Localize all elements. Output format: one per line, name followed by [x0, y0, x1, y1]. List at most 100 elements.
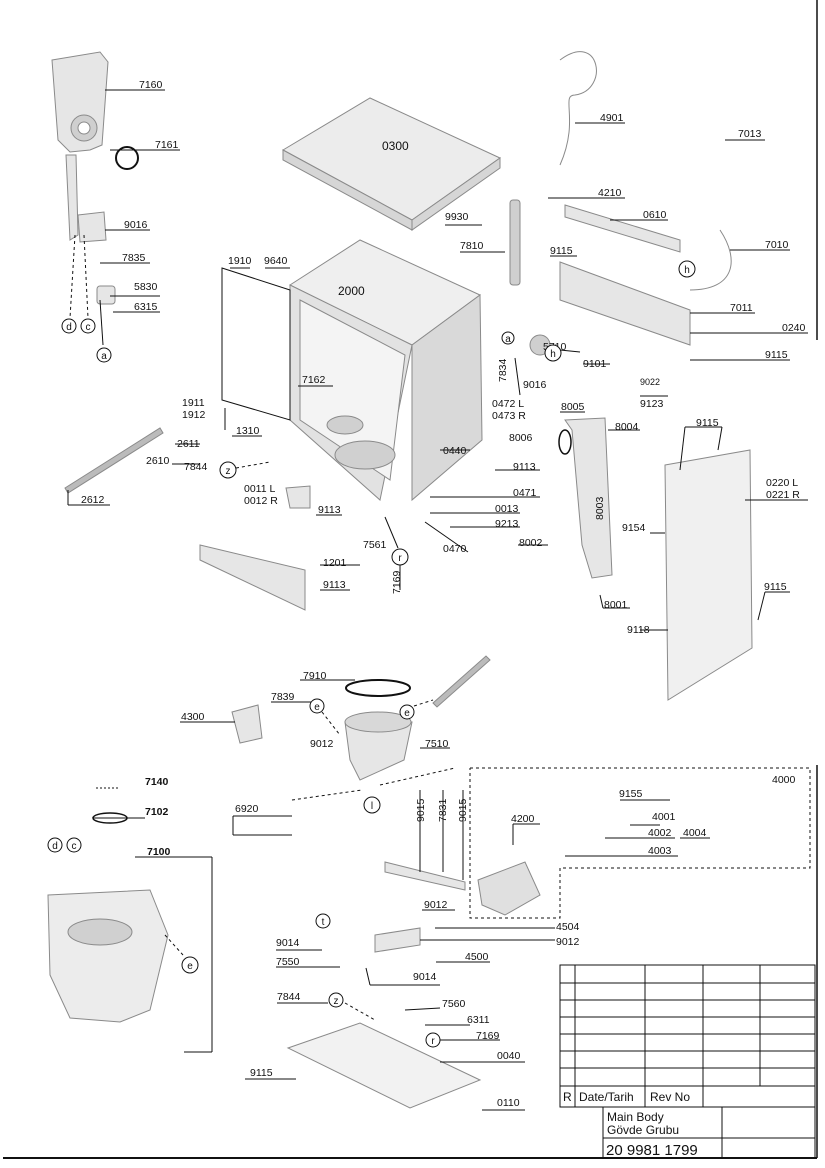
- label-4003: 4003: [648, 845, 672, 857]
- label-9155: 9155: [619, 788, 643, 800]
- label-9016: 9016: [124, 219, 148, 231]
- label-4504: 4504: [556, 921, 580, 933]
- label-9113-a: 9113: [318, 504, 341, 516]
- label-8003: 8003: [594, 496, 606, 520]
- label-9113-b: 9113: [323, 579, 346, 591]
- label-0300: 0300: [382, 139, 409, 153]
- callout-d-2: d: [52, 841, 58, 852]
- label-0040: 0040: [497, 1050, 521, 1062]
- label-4001: 4001: [652, 811, 676, 823]
- title-drawing-number: 20 9981 1799: [606, 1142, 698, 1159]
- label-7102: 7102: [145, 806, 169, 818]
- label-0013: 0013: [495, 503, 519, 515]
- label-8006: 8006: [509, 432, 533, 444]
- label-7834: 7834: [497, 358, 509, 382]
- label-9015-b: 9015: [457, 798, 469, 822]
- label-4210: 4210: [598, 187, 622, 199]
- label-8004: 8004: [615, 421, 639, 433]
- title-rev-letter: R: [563, 1090, 572, 1104]
- label-8002: 8002: [519, 537, 543, 549]
- label-4000: 4000: [772, 774, 796, 786]
- label-9113-c: 9113: [513, 461, 536, 473]
- label-0473: 0473 R: [492, 410, 526, 422]
- callout-h-2: h: [550, 349, 556, 360]
- label-1911: 1911: [182, 397, 205, 409]
- callout-e: e: [314, 702, 320, 713]
- label-7561: 7561: [363, 539, 387, 551]
- label-4300: 4300: [181, 711, 205, 723]
- callout-c: c: [86, 322, 91, 333]
- label-0440: 0440: [443, 445, 467, 457]
- label-0471: 0471: [513, 487, 537, 499]
- label-7140: 7140: [145, 776, 169, 788]
- label-7161: 7161: [155, 139, 179, 151]
- part-drawings: [47, 51, 753, 1109]
- label-7810: 7810: [460, 240, 484, 252]
- callout-h: h: [684, 265, 690, 276]
- title-rev-no-label: Rev No: [650, 1090, 690, 1104]
- label-7550: 7550: [276, 956, 300, 968]
- label-9012-c: 9012: [556, 936, 580, 948]
- label-2000: 2000: [338, 284, 365, 298]
- label-7560: 7560: [442, 998, 466, 1010]
- label-0012: 0012 R: [244, 495, 278, 507]
- label-9154: 9154: [622, 522, 646, 534]
- callout-t: t: [322, 917, 325, 928]
- label-7011: 7011: [730, 302, 753, 314]
- title-date-label: Date/Tarih: [579, 1090, 634, 1104]
- label-2611: 2611: [177, 438, 200, 450]
- label-7835: 7835: [122, 252, 146, 264]
- title-description-en: Main Body: [607, 1110, 664, 1124]
- label-9115-d: 9115: [764, 581, 787, 593]
- label-9014-b: 9014: [413, 971, 437, 983]
- label-0240: 0240: [782, 322, 806, 334]
- label-7100: 7100: [147, 846, 171, 858]
- label-9123: 9123: [640, 398, 664, 410]
- label-7013: 7013: [738, 128, 762, 140]
- label-9012-a: 9012: [310, 738, 334, 750]
- label-7169-b: 7169: [476, 1030, 500, 1042]
- callout-l: l: [371, 801, 373, 812]
- label-7844-b: 7844: [277, 991, 301, 1003]
- label-7510: 7510: [425, 738, 449, 750]
- label-6311: 6311: [467, 1014, 490, 1026]
- label-9012-b: 9012: [424, 899, 448, 911]
- label-9022: 9022: [640, 377, 660, 387]
- callout-r-2: r: [431, 1036, 435, 1047]
- label-7010: 7010: [765, 239, 789, 251]
- label-6315: 6315: [134, 301, 158, 313]
- label-7839: 7839: [271, 691, 295, 703]
- callout-z: z: [226, 466, 231, 477]
- label-4500: 4500: [465, 951, 489, 963]
- label-1310: 1310: [236, 425, 260, 437]
- label-9115-e: 9115: [250, 1067, 273, 1079]
- label-0221: 0221 R: [766, 489, 800, 501]
- callout-c-2: c: [72, 841, 77, 852]
- label-4002: 4002: [648, 827, 672, 839]
- callout-z-2: z: [334, 996, 339, 1007]
- callout-a: a: [101, 351, 107, 362]
- label-9115-a: 9115: [550, 245, 573, 257]
- label-1201: 1201: [323, 557, 347, 569]
- label-9101: 9101: [583, 358, 607, 370]
- label-7844-a: 7844: [184, 461, 208, 473]
- label-7162: 7162: [302, 374, 326, 386]
- label-4901: 4901: [600, 112, 624, 124]
- label-0470: 0470: [443, 543, 467, 555]
- label-9213: 9213: [495, 518, 519, 530]
- label-7160: 7160: [139, 79, 163, 91]
- label-7831: 7831: [437, 798, 449, 822]
- label-0610: 0610: [643, 209, 667, 221]
- label-0011: 0011 L: [244, 483, 275, 495]
- label-9115-b: 9115: [765, 349, 788, 361]
- callout-d: d: [66, 322, 72, 333]
- label-0110: 0110: [497, 1097, 520, 1109]
- title-description-tr: Gövde Grubu: [607, 1123, 679, 1137]
- label-2612: 2612: [81, 494, 105, 506]
- label-4004: 4004: [683, 827, 707, 839]
- title-block: [559, 964, 816, 1159]
- callout-r: r: [398, 553, 402, 564]
- label-6920: 6920: [235, 803, 259, 815]
- callout-a-2: a: [505, 334, 511, 345]
- label-2610: 2610: [146, 455, 170, 467]
